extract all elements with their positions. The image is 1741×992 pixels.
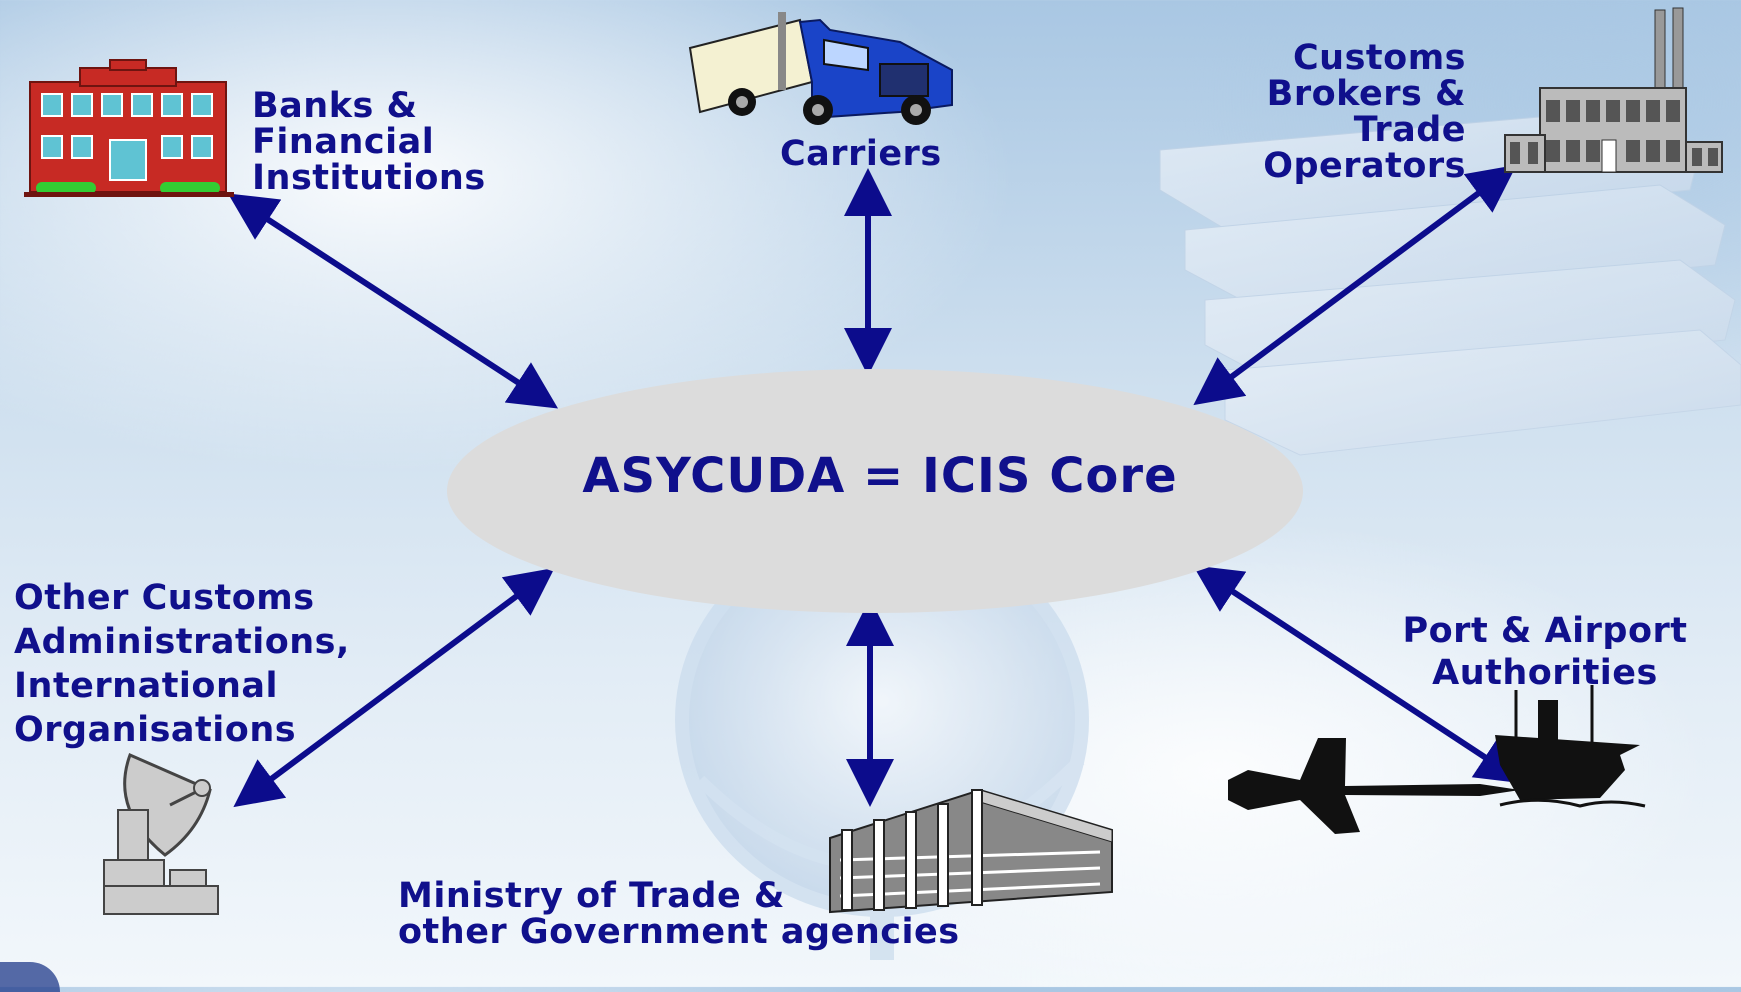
- satellite-dish-icon: [103, 752, 219, 915]
- arrow-banks: [227, 193, 559, 409]
- central-ellipse: [447, 369, 1303, 613]
- carriers-label: Carriers: [780, 134, 942, 174]
- arrow-brokers: [1193, 164, 1517, 406]
- ship-and-airplane-icon: [1228, 685, 1646, 834]
- other-customs-label: Other Customs Administrations, Internati…: [14, 578, 350, 750]
- port-label: Port & Airport Authorities: [1402, 611, 1688, 693]
- bank-building-icon: [24, 59, 234, 197]
- brokers-label: Customs Brokers & Trade Operators: [1263, 38, 1466, 186]
- factory-icon: [1504, 7, 1723, 173]
- central-label: ASYCUDA = ICIS Core: [582, 448, 1178, 504]
- ministry-label: Ministry of Trade & other Government age…: [398, 876, 960, 952]
- arrow-other-customs: [233, 567, 555, 808]
- arrows: [227, 164, 1526, 808]
- banks-label: Banks & Financial Institutions: [252, 86, 486, 198]
- arrow-port: [1192, 565, 1526, 784]
- truck-icon: [688, 12, 953, 125]
- government-building-icon: [829, 788, 1113, 914]
